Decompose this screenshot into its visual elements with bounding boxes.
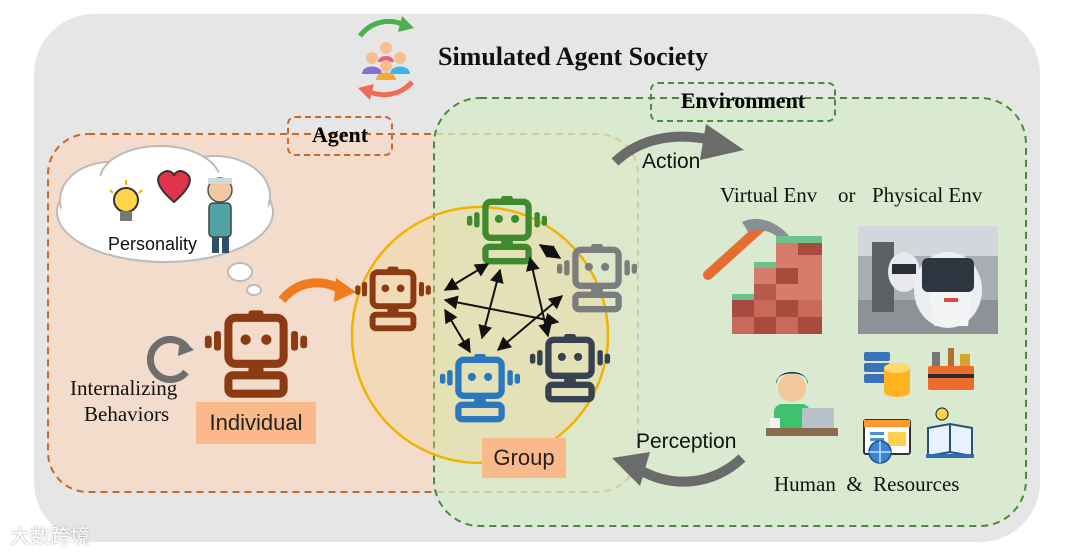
agent-tag: Agent (287, 116, 393, 156)
circular-arrow-icon (146, 336, 194, 383)
diagram-title: Simulated Agent Society (438, 42, 709, 71)
or-label: or (838, 183, 856, 207)
heart-icon (157, 170, 191, 204)
watermark: 大数跨境 (10, 524, 90, 548)
virtual-env-image (703, 218, 822, 334)
browser-icon (863, 419, 911, 464)
perception-label: Perception (636, 430, 737, 453)
personality-label: Personality (108, 234, 198, 254)
group-label: Group (482, 438, 566, 478)
person-elder-icon (207, 177, 233, 253)
interaction-arrows (443, 244, 564, 354)
physical-env-label: Physical Env (872, 183, 983, 207)
society-icon (358, 16, 414, 100)
action-arrow (611, 131, 714, 166)
internalizing-label: Internalizing (70, 376, 178, 400)
physical-env-image (858, 226, 998, 334)
toolbox-icon (928, 348, 974, 390)
perception-arrow (637, 454, 746, 487)
book-icon (926, 407, 974, 458)
action-label: Action (642, 150, 701, 173)
lightbulb-icon (109, 180, 143, 221)
human-resources-label: Human & Resources (774, 472, 960, 496)
human-icon (766, 372, 838, 436)
environment-tag: Environment (650, 82, 836, 122)
virtual-env-label: Virtual Env (720, 183, 818, 207)
behaviors-label: Behaviors (84, 402, 170, 426)
database-icon (864, 352, 910, 397)
individual-label: Individual (196, 402, 316, 444)
